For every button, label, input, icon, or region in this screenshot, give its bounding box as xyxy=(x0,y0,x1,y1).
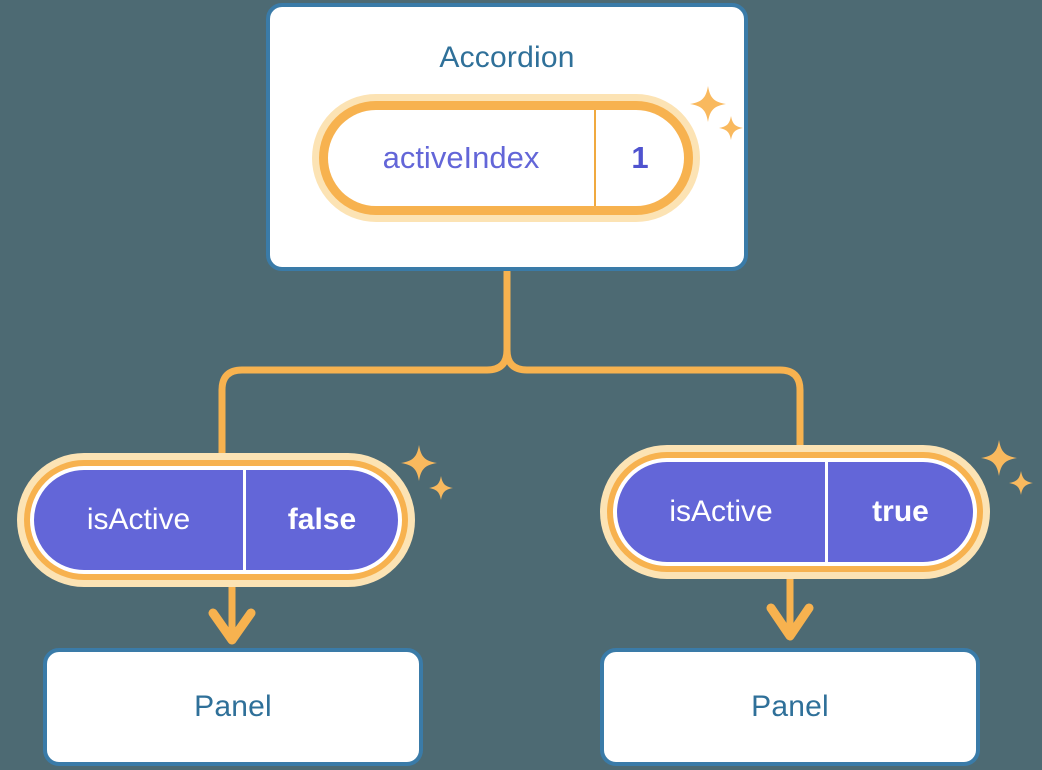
state-pill-is-active-false[interactable]: isActive false xyxy=(17,453,415,587)
state-key-label: activeIndex xyxy=(328,110,596,206)
state-pill-is-active-true[interactable]: isActive true xyxy=(600,445,990,579)
state-value-label: false xyxy=(287,503,357,536)
state-pill-active-index[interactable]: activeIndex 1 xyxy=(312,94,700,222)
arrowhead-left xyxy=(208,608,256,645)
state-value-label: true xyxy=(872,495,929,528)
panel-card-right[interactable]: Panel xyxy=(600,648,980,766)
arrowhead-right xyxy=(766,603,814,641)
state-key-label: isActive xyxy=(617,462,828,562)
state-value-label: 1 xyxy=(631,140,649,175)
connector-root-to-right xyxy=(503,268,804,452)
state-key-label: isActive xyxy=(34,470,246,570)
pill-body: isActive true xyxy=(613,458,977,566)
pill-body: activeIndex 1 xyxy=(328,110,684,206)
page-title: Accordion xyxy=(439,41,575,74)
pill-body: isActive false xyxy=(30,466,402,574)
connector-root-to-left xyxy=(218,268,511,459)
panel-label: Panel xyxy=(751,690,829,723)
panel-card-left[interactable]: Panel xyxy=(43,648,423,766)
panel-label: Panel xyxy=(194,690,272,723)
